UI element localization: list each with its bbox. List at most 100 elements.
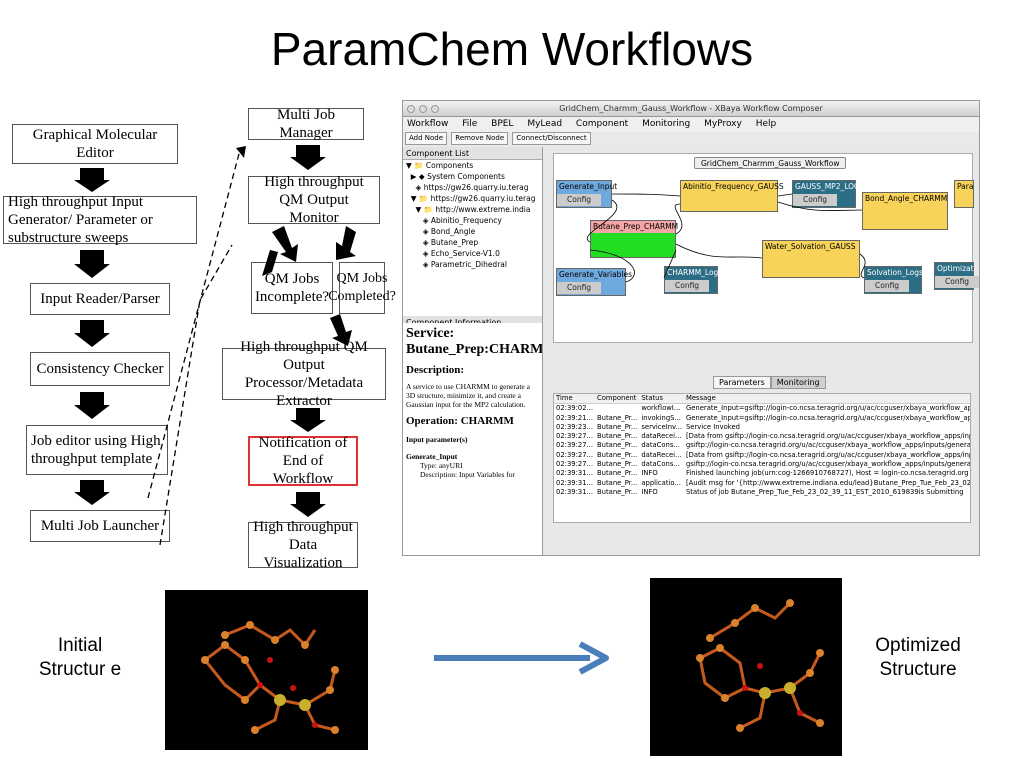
log-component: Butane_Pr... bbox=[597, 422, 638, 431]
node-butane-prep[interactable]: Butane_Prep_CHARMM bbox=[590, 220, 678, 258]
tree-item[interactable]: ◈ Abinitio_Frequency bbox=[406, 216, 502, 225]
log-component: Butane_Pr... bbox=[597, 450, 638, 459]
tab-parameters[interactable]: Parameters bbox=[713, 376, 771, 389]
menu-monitoring[interactable]: Monitoring bbox=[642, 119, 691, 129]
flow-box-multi-job-launcher: Multi Job Launcher bbox=[30, 510, 170, 542]
menu-bpel[interactable]: BPEL bbox=[491, 119, 514, 129]
node-abinitio[interactable]: Abinitio_Frequency_GAUSS bbox=[680, 180, 784, 212]
tree-item[interactable]: ◈ https://gw26.quarry.iu.terag bbox=[406, 183, 529, 192]
log-message: Finished launching job(urn:cog-126691076… bbox=[685, 469, 971, 478]
log-status: applicatio... bbox=[641, 478, 681, 487]
tree-item[interactable]: ◈ Echo_Service-V1.0 bbox=[406, 249, 500, 258]
close-dot[interactable] bbox=[407, 105, 415, 113]
down-arrow-4 bbox=[74, 392, 110, 419]
tree-item[interactable]: ◈ Butane_Prep bbox=[406, 238, 479, 247]
component-info: Service: Butane_Prep:CHARM Description: … bbox=[403, 323, 542, 555]
operation-label: Operation: CHARMM bbox=[406, 415, 514, 427]
tree-item[interactable]: ▶ ◆ System Components bbox=[406, 172, 505, 181]
diag-arrow-incomplete bbox=[272, 226, 298, 262]
tab-monitoring[interactable]: Monitoring bbox=[770, 376, 826, 389]
log-message: gsiftp://login-co.ncsa.teragrid.org/u/ac… bbox=[685, 441, 971, 450]
monitoring-log: Time Component Status Message 02:39:02..… bbox=[553, 393, 971, 523]
log-status: workflowI... bbox=[641, 404, 681, 413]
optimized-molecule-drawing bbox=[696, 599, 824, 732]
param-type: Type: anyURI bbox=[420, 461, 463, 470]
log-message: Generate_Input=gsiftp://login-co.ncsa.te… bbox=[685, 413, 971, 422]
log-row[interactable]: 02:39:27...Butane_Pr...dataCons...gsiftp… bbox=[554, 460, 970, 469]
workflow-tab[interactable]: GridChem_Charmm_Gauss_Workflow bbox=[694, 157, 847, 169]
flow-box-job-editor: Job editor using High throughput templat… bbox=[26, 425, 168, 475]
menu-help[interactable]: Help bbox=[755, 119, 777, 129]
flow-box-jobs-incomplete: QM Jobs Incomplete? bbox=[251, 262, 333, 314]
log-message: [Data from gsiftp://login-co.ncsa.teragr… bbox=[685, 450, 971, 459]
node-bond-angle[interactable]: Bond_Angle_CHARMM bbox=[862, 192, 948, 230]
log-message: Generate_Input=gsiftp://login-co.ncsa.te… bbox=[685, 404, 971, 413]
menu-myproxy[interactable]: MyProxy bbox=[704, 119, 742, 129]
flow-box-multi-job-manager: Multi Job Manager bbox=[248, 107, 364, 141]
flow-box-output-processor: High throughput QM Output Processor/Meta… bbox=[222, 339, 386, 409]
menu-bar: Workflow File BPEL MyLead Component Moni… bbox=[403, 117, 979, 132]
log-row[interactable]: 02:39:23...Butane_Pr...serviceInv...Serv… bbox=[554, 422, 970, 432]
initial-structure-caption: Initial Structur e bbox=[38, 635, 122, 680]
menu-component[interactable]: Component bbox=[575, 119, 629, 129]
down-arrow-6 bbox=[290, 145, 326, 170]
tree-item[interactable]: ▼ 📁 Components bbox=[406, 161, 474, 170]
zoom-dot[interactable] bbox=[431, 105, 439, 113]
menu-mylead[interactable]: MyLead bbox=[527, 119, 563, 129]
down-arrow-2 bbox=[74, 250, 110, 278]
add-node-button[interactable]: Add Node bbox=[405, 132, 448, 145]
log-time: 02:39:27... bbox=[556, 441, 594, 450]
log-time: 02:39:31... bbox=[556, 469, 594, 478]
log-time: 02:39:23... bbox=[556, 422, 594, 431]
log-status: dataRecei... bbox=[641, 450, 682, 459]
tree-item[interactable]: ▼ 📁 http://www.extreme.india bbox=[406, 205, 531, 214]
description-label: Description: bbox=[406, 364, 465, 376]
log-row[interactable]: 02:39:31...Butane_Pr...applicatio...[Aud… bbox=[554, 478, 971, 488]
log-message: Status of job Butane_Prep_Tue_Feb_23_02_… bbox=[685, 487, 964, 496]
col-time[interactable]: Time bbox=[554, 394, 596, 405]
tree-item[interactable]: ▼ 📁 https://gw26.quarry.iu.terag bbox=[406, 194, 536, 203]
col-message[interactable]: Message bbox=[683, 394, 970, 405]
menu-workflow[interactable]: Workflow bbox=[407, 119, 449, 129]
down-arrow-1 bbox=[74, 168, 110, 192]
remove-node-button[interactable]: Remove Node bbox=[451, 132, 509, 145]
tree-item[interactable]: ◈ Parametric_Dihedral bbox=[406, 260, 507, 269]
col-component[interactable]: Component bbox=[595, 394, 640, 405]
initial-molecule-drawing bbox=[201, 621, 339, 734]
workflow-canvas[interactable]: GridChem_Charmm_Gauss_Workflow Generate_… bbox=[553, 153, 979, 343]
node-para[interactable]: Para bbox=[954, 180, 974, 208]
optimized-structure-caption: Optimized Structure bbox=[875, 635, 961, 680]
log-time: 02:39:31... bbox=[556, 487, 594, 496]
dashed-link-loop bbox=[159, 244, 233, 546]
param-name: Generate_Input bbox=[406, 452, 458, 461]
log-component: Butane_Pr... bbox=[597, 487, 638, 496]
node-water-solvation[interactable]: Water_Solvation_GAUSS bbox=[762, 240, 860, 278]
log-time: 02:39:27... bbox=[556, 460, 594, 469]
diag-arrow-processor bbox=[330, 314, 352, 346]
log-row[interactable]: 02:39:27...Butane_Pr...dataRecei...[Data… bbox=[554, 450, 971, 460]
col-status[interactable]: Status bbox=[639, 394, 684, 405]
tree-item[interactable]: ◈ Bond_Angle bbox=[406, 227, 476, 236]
log-row[interactable]: 02:39:21...Butane_Pr...invokingS...Gener… bbox=[554, 413, 971, 423]
flow-box-input-reader: Input Reader/Parser bbox=[30, 283, 170, 315]
log-status: dataCons... bbox=[641, 460, 680, 469]
flow-box-consistency-checker: Consistency Checker bbox=[30, 352, 170, 386]
connect-button[interactable]: Connect/Disconnect bbox=[512, 132, 591, 145]
minimize-dot[interactable] bbox=[419, 105, 427, 113]
down-arrow-5 bbox=[74, 480, 110, 505]
log-row[interactable]: 02:39:27...Butane_Pr...dataRecei...[Data… bbox=[554, 432, 970, 441]
log-status: invokingS... bbox=[641, 413, 681, 422]
log-row[interactable]: 02:39:02...workflowI...Generate_Input=gs… bbox=[554, 404, 971, 414]
log-message: [Audit msg for '{http://www.extreme.indi… bbox=[685, 478, 971, 487]
log-row[interactable]: 02:39:27...Butane_Pr...dataCons...gsiftp… bbox=[554, 441, 971, 450]
menu-file[interactable]: File bbox=[462, 119, 478, 129]
